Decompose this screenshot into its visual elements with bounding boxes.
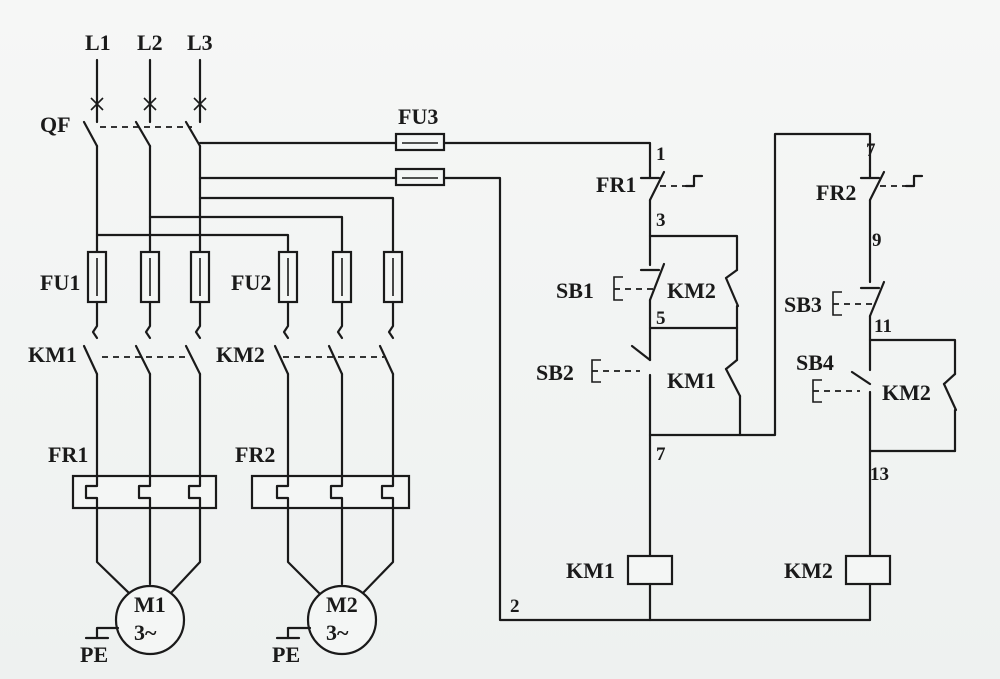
label-fr1-ctrl: FR1 [596, 172, 636, 197]
label-l1: L1 [85, 30, 111, 55]
label-m1-phase: 3~ [134, 620, 157, 645]
label-km2-aux-b: KM2 [882, 380, 931, 405]
km-contact-feeds [91, 300, 395, 340]
km2-aux-contact-b [868, 372, 958, 453]
sb1-nc-button [613, 262, 666, 362]
power-circuit [71, 58, 411, 656]
sb4-no-button [812, 370, 872, 558]
label-node-13: 13 [870, 464, 889, 485]
tap-l1-to-fu2 [95, 233, 290, 254]
label-m2-phase: 3~ [326, 620, 349, 645]
sb2-no-button [591, 344, 652, 558]
label-sb4: SB4 [796, 350, 834, 375]
km2-aux-branch-top [648, 234, 739, 272]
label-l2: L2 [137, 30, 163, 55]
label-fu1: FU1 [40, 270, 80, 295]
fr2-thermal-relay [250, 474, 411, 510]
label-node-3: 3 [656, 210, 666, 231]
rail-node2 [442, 176, 872, 622]
label-node-7b: 7 [866, 140, 876, 161]
km2-coil [844, 554, 892, 586]
label-km1-aux: KM1 [667, 368, 716, 393]
label-node-1: 1 [656, 144, 666, 165]
control-circuit [394, 132, 958, 622]
label-node-2: 2 [510, 596, 520, 617]
fu1-fuses [86, 250, 211, 304]
label-sb1: SB1 [556, 278, 594, 303]
fu3-fuses [394, 132, 446, 187]
fu2-fuses [277, 250, 404, 304]
label-sb3: SB3 [784, 292, 822, 317]
label-km2-aux-a: KM2 [667, 278, 716, 303]
km1-coil [626, 554, 674, 586]
label-node-11: 11 [874, 316, 892, 337]
node7-link [648, 132, 872, 437]
pe-ground-m2 [275, 626, 312, 640]
sb3-nc-button [832, 280, 886, 372]
label-node-5: 5 [656, 308, 666, 329]
label-l3: L3 [187, 30, 213, 55]
label-km1-coil: KM1 [566, 558, 615, 583]
qf-breaker-contacts [82, 120, 202, 148]
fr1-nc-contact [639, 168, 704, 267]
label-km2-main: KM2 [216, 342, 265, 367]
tap-l2-to-fu2 [148, 215, 344, 254]
label-qf: QF [40, 112, 71, 137]
label-pe-1: PE [80, 642, 108, 667]
rail-node1 [442, 141, 652, 172]
pe-ground-m1 [84, 626, 120, 640]
fr2-nc-contact [859, 168, 924, 284]
label-fr1-main: FR1 [48, 442, 88, 467]
label-m2: M2 [326, 592, 358, 617]
label-fr2-main: FR2 [235, 442, 275, 467]
m1-leads [95, 506, 202, 596]
km1-main-contacts [82, 344, 202, 376]
qf-x-marks [90, 97, 207, 111]
label-m1: M1 [134, 592, 166, 617]
label-fr2-ctrl: FR2 [816, 180, 856, 205]
km2-aux-contact-a [724, 268, 740, 330]
label-sb2: SB2 [536, 360, 574, 385]
label-node-7a: 7 [656, 444, 666, 465]
m2-leads [286, 506, 395, 596]
label-km2-coil: KM2 [784, 558, 833, 583]
tap-l3-to-fu2 [198, 196, 395, 254]
label-fu3: FU3 [398, 104, 438, 129]
km2-aux-branch-top-b [868, 338, 957, 376]
km2-main-contacts [273, 344, 395, 376]
label-km1-main: KM1 [28, 342, 77, 367]
motor-m1 [114, 584, 186, 656]
fr1-thermal-relay [71, 474, 218, 510]
label-fu2: FU2 [231, 270, 271, 295]
motor-m2 [306, 584, 378, 656]
labels: L1 L2 L3 QF FU1 FU2 FU3 KM1 KM2 FR1 FR2 … [28, 30, 931, 667]
label-node-9: 9 [872, 230, 882, 251]
label-pe-2: PE [272, 642, 300, 667]
km1-aux-contact [724, 338, 742, 437]
